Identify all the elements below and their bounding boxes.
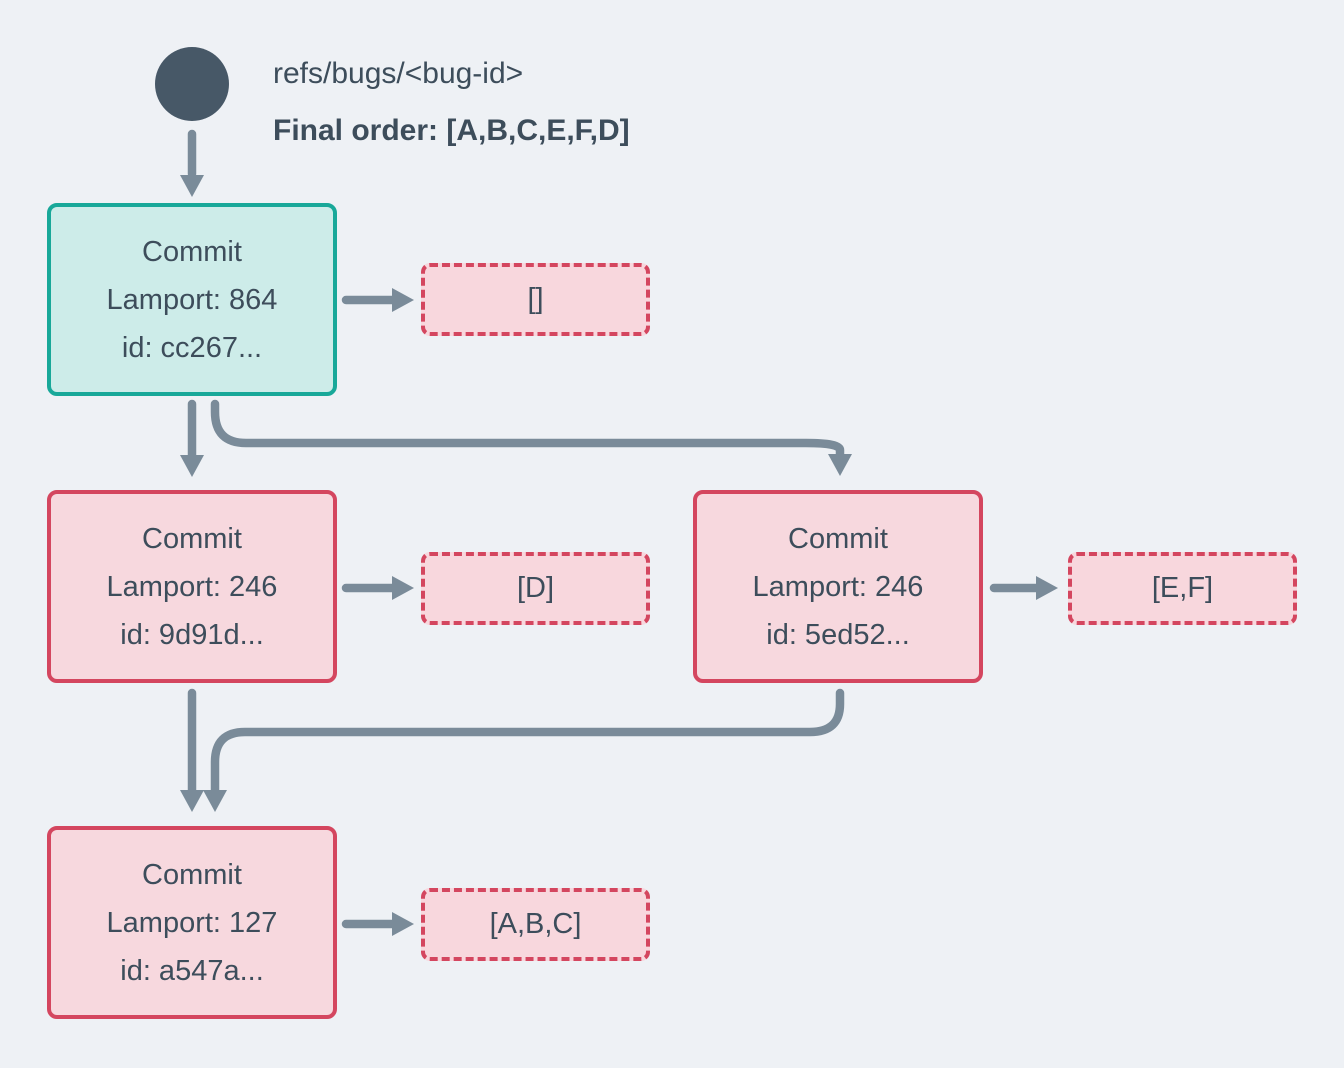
commit-lamport: Lamport: 127 — [106, 906, 278, 939]
commit-node-root: Commit Lamport: 864 id: cc267... — [47, 203, 337, 396]
commit-node-right: Commit Lamport: 246 id: 5ed52... — [693, 490, 983, 683]
ops-list: [] — [527, 283, 544, 315]
ops-box-root: [] — [421, 263, 650, 336]
ref-name-label: refs/bugs/<bug-id> — [273, 57, 524, 90]
ops-list: [A,B,C] — [489, 908, 582, 940]
commit-node-bottom: Commit Lamport: 127 id: a547a... — [47, 826, 337, 1019]
edge-right-commit-to-ops — [989, 576, 1058, 600]
commit-title: Commit — [142, 235, 242, 268]
commit-id: id: 9d91d... — [120, 618, 264, 651]
edge-left-commit-to-ops — [341, 576, 414, 600]
edge-ref-to-root — [180, 129, 204, 197]
ops-list: [D] — [516, 572, 555, 604]
edge-root-to-left-commit — [180, 399, 204, 477]
ops-box-bottom: [A,B,C] — [421, 888, 650, 961]
commit-title: Commit — [788, 522, 888, 555]
edge-root-to-ops — [341, 288, 414, 312]
ref-head-circle — [155, 47, 229, 121]
commit-title: Commit — [142, 522, 242, 555]
commit-title: Commit — [142, 858, 242, 891]
edge-right-commit-to-bottom — [203, 688, 845, 812]
commit-id: id: cc267... — [121, 331, 263, 364]
ops-list: [E,F] — [1151, 572, 1214, 604]
commit-id: id: 5ed52... — [766, 618, 910, 651]
commit-id: id: a547a... — [120, 954, 264, 987]
edge-left-commit-to-bottom — [180, 688, 204, 812]
commit-lamport: Lamport: 246 — [752, 570, 924, 603]
commit-lamport: Lamport: 246 — [106, 570, 278, 603]
ops-box-left: [D] — [421, 552, 650, 625]
commit-lamport: Lamport: 864 — [106, 283, 278, 316]
commit-node-left: Commit Lamport: 246 id: 9d91d... — [47, 490, 337, 683]
final-order-label: Final order: [A,B,C,E,F,D] — [273, 114, 630, 147]
edge-bottom-commit-to-ops — [341, 912, 414, 936]
ops-box-right: [E,F] — [1068, 552, 1297, 625]
edge-root-to-right-commit — [210, 399, 852, 476]
